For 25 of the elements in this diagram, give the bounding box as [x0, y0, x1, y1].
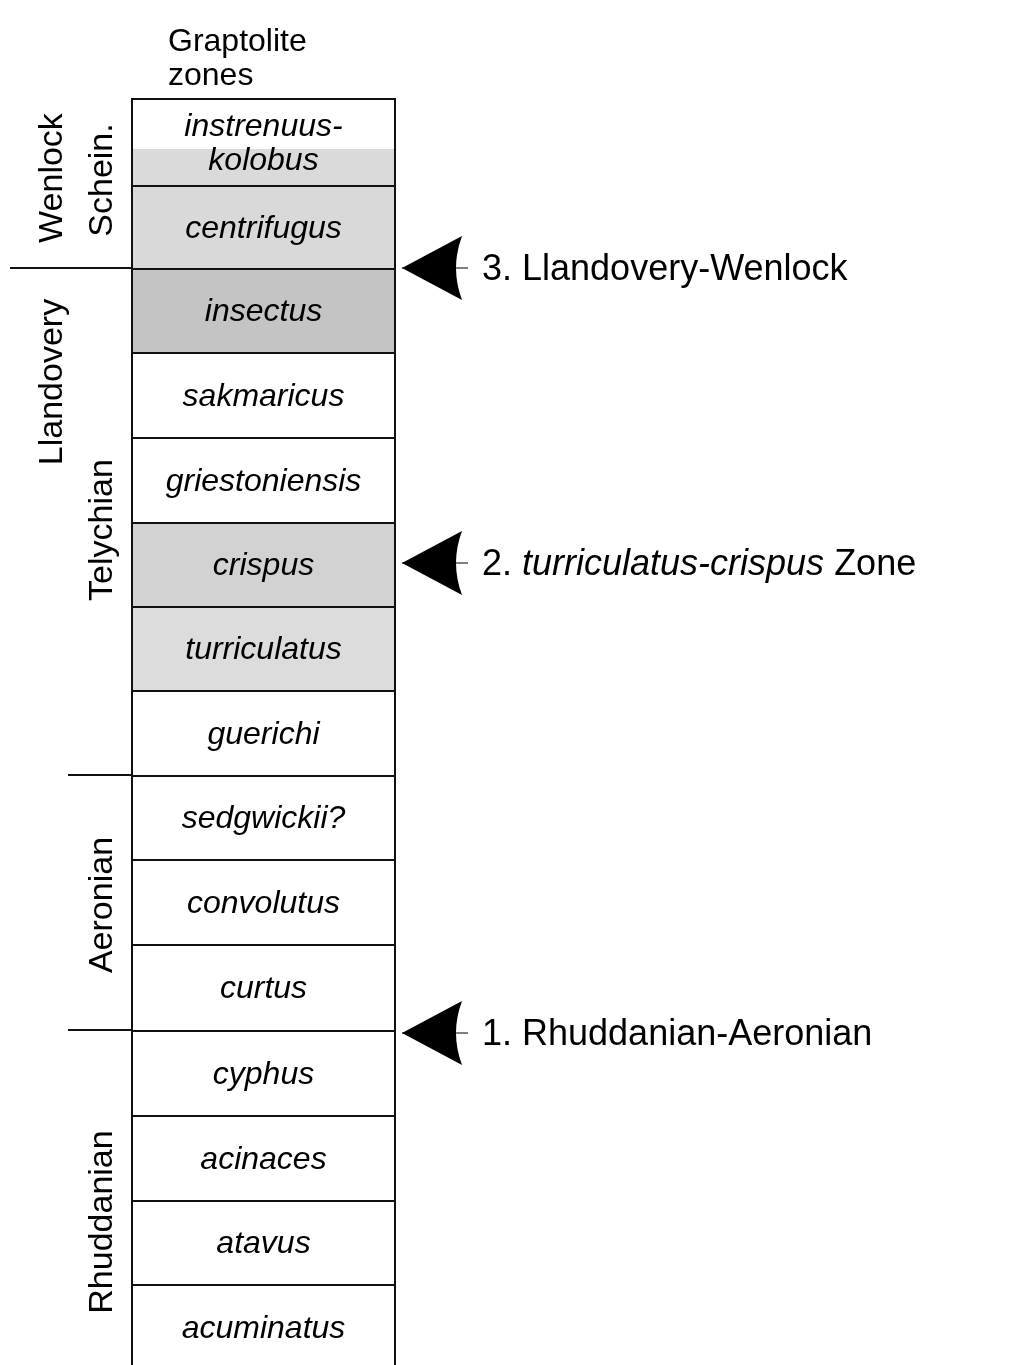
zone-cell: crispus	[131, 522, 396, 608]
column-heading: Graptolite zones	[168, 24, 308, 92]
stage-label: Telychian	[83, 459, 117, 601]
series-label: Llandovery	[33, 298, 67, 466]
zone-cell: griestoniensis	[131, 437, 396, 524]
zone-cell: cyphus	[131, 1030, 396, 1117]
stage-label: Rhuddanian	[83, 1130, 117, 1314]
zone-cell: instrenuus- kolobus	[131, 98, 396, 187]
stage-label: Aeronian	[83, 836, 117, 974]
series-label: Wenlock	[33, 113, 67, 243]
zone-cell: convolutus	[131, 859, 396, 946]
boundary-note: 3. Llandovery-Wenlock	[482, 244, 848, 292]
zone-cell: turriculatus	[131, 606, 396, 692]
zone-cell: centrifugus	[131, 185, 396, 270]
boundary-note: 2. turriculatus-crispus Zone	[482, 539, 917, 587]
zone-cell: sedgwickii?	[131, 775, 396, 861]
boundary-note: 1. Rhuddanian-Aeronian	[482, 1009, 873, 1057]
zone-cell: acinaces	[131, 1115, 396, 1202]
zone-cell: atavus	[131, 1200, 396, 1286]
zone-cell: curtus	[131, 944, 396, 1032]
zone-cell: guerichi	[131, 690, 396, 777]
stage-label: Schein.	[83, 123, 117, 237]
zone-cell: acuminatus	[131, 1284, 396, 1365]
zone-cell: insectus	[131, 268, 396, 354]
zone-cell: sakmaricus	[131, 352, 396, 439]
